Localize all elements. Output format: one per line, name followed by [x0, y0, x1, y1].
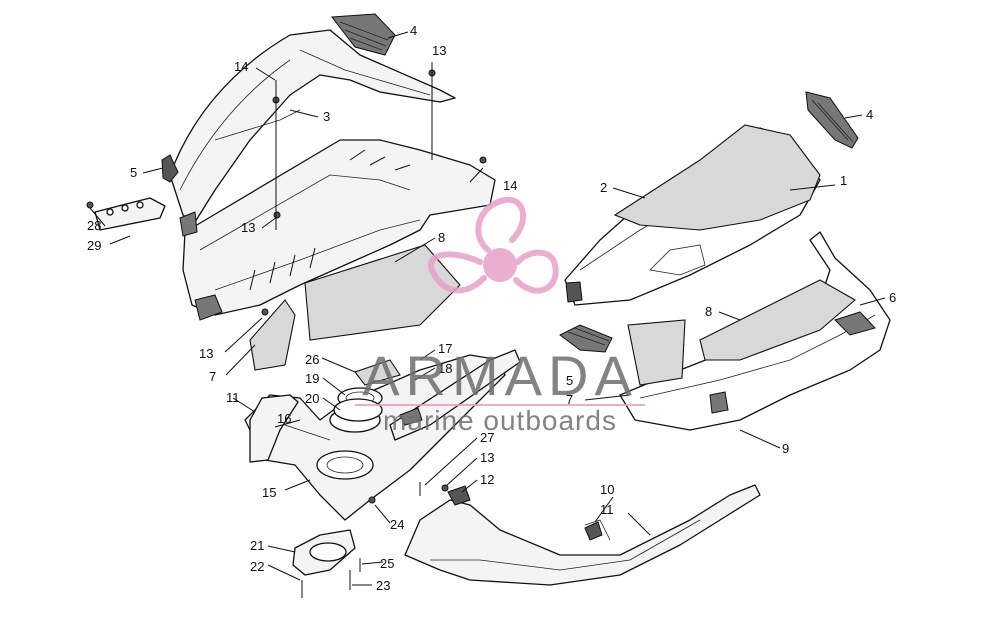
callout-13-left: 13	[199, 346, 213, 361]
callout-17: 17	[438, 341, 452, 356]
part-7-pad-right	[627, 319, 686, 386]
callout-2: 2	[600, 180, 607, 195]
callout-4-right: 4	[866, 107, 873, 122]
callout-11-left: 11	[226, 390, 240, 405]
callout-8-left: 8	[438, 230, 445, 245]
part-7-pad-left	[249, 299, 296, 371]
leader-lines	[89, 31, 886, 586]
watermark-tagline: marine outboards	[383, 405, 617, 436]
propeller-logo-icon	[428, 196, 559, 294]
part-24-fastener	[368, 496, 376, 504]
part-11-hose-left	[249, 394, 299, 463]
callout-7-center: 7	[566, 392, 573, 407]
part-10-clip	[584, 521, 603, 541]
callout-5-center: 5	[566, 373, 573, 388]
callout-28: 28	[87, 218, 101, 233]
callout-20: 20	[305, 391, 319, 406]
callout-11-right: 11	[600, 502, 614, 517]
callout-5-left: 5	[130, 165, 137, 180]
part-8-pad-right	[699, 279, 856, 361]
callout-7-left: 7	[209, 369, 216, 384]
callout-22: 22	[250, 559, 264, 574]
callout-16: 16	[277, 411, 291, 426]
callout-13-middle: 13	[241, 220, 255, 235]
callout-14-top: 14	[234, 59, 248, 74]
callout-29: 29	[87, 238, 101, 253]
part-29-side-rail	[94, 197, 166, 231]
part-5-bracket-left	[161, 154, 179, 183]
part-17-18-rail	[389, 349, 521, 441]
callout-25: 25	[380, 556, 394, 571]
callout-8-right: 8	[705, 304, 712, 319]
part-12-bracket	[447, 485, 471, 506]
lower-left-shroud	[179, 139, 496, 321]
callout-12: 12	[480, 472, 494, 487]
callout-18: 18	[438, 361, 452, 376]
part-4-grille-top	[331, 13, 396, 56]
callout-24: 24	[390, 517, 404, 532]
callout-23: 23	[376, 578, 390, 593]
part-26-pad	[354, 359, 401, 386]
callout-13-top: 13	[432, 43, 446, 58]
watermark-brand: ARMADA	[362, 344, 638, 407]
part-3-upper-hood	[169, 29, 456, 223]
part-11-belly-pan	[404, 484, 761, 586]
callout-9: 9	[782, 441, 789, 456]
callout-13-bottom: 13	[480, 450, 494, 465]
callout-4-top: 4	[410, 23, 417, 38]
callout-14-right: 14	[503, 178, 517, 193]
callout-26: 26	[305, 352, 319, 367]
callout-6: 6	[889, 290, 896, 305]
part-21-cup	[292, 529, 356, 576]
callout-1: 1	[840, 173, 847, 188]
part-4-grille-right	[805, 91, 859, 149]
callout-21: 21	[250, 538, 264, 553]
callouts: 1 2 3 4 4 5 5 6 7 7 8 8 9 10 11 11 12 13…	[87, 23, 896, 593]
part-8-pad-left	[304, 244, 461, 341]
callout-15: 15	[262, 485, 276, 500]
part-5-center-grille	[559, 324, 613, 353]
watermark: ARMADA marine outboards	[355, 196, 645, 436]
callout-3: 3	[323, 109, 330, 124]
callout-10: 10	[600, 482, 614, 497]
callout-19: 19	[305, 371, 319, 386]
part-28-screw	[86, 201, 94, 209]
callout-27: 27	[480, 430, 494, 445]
